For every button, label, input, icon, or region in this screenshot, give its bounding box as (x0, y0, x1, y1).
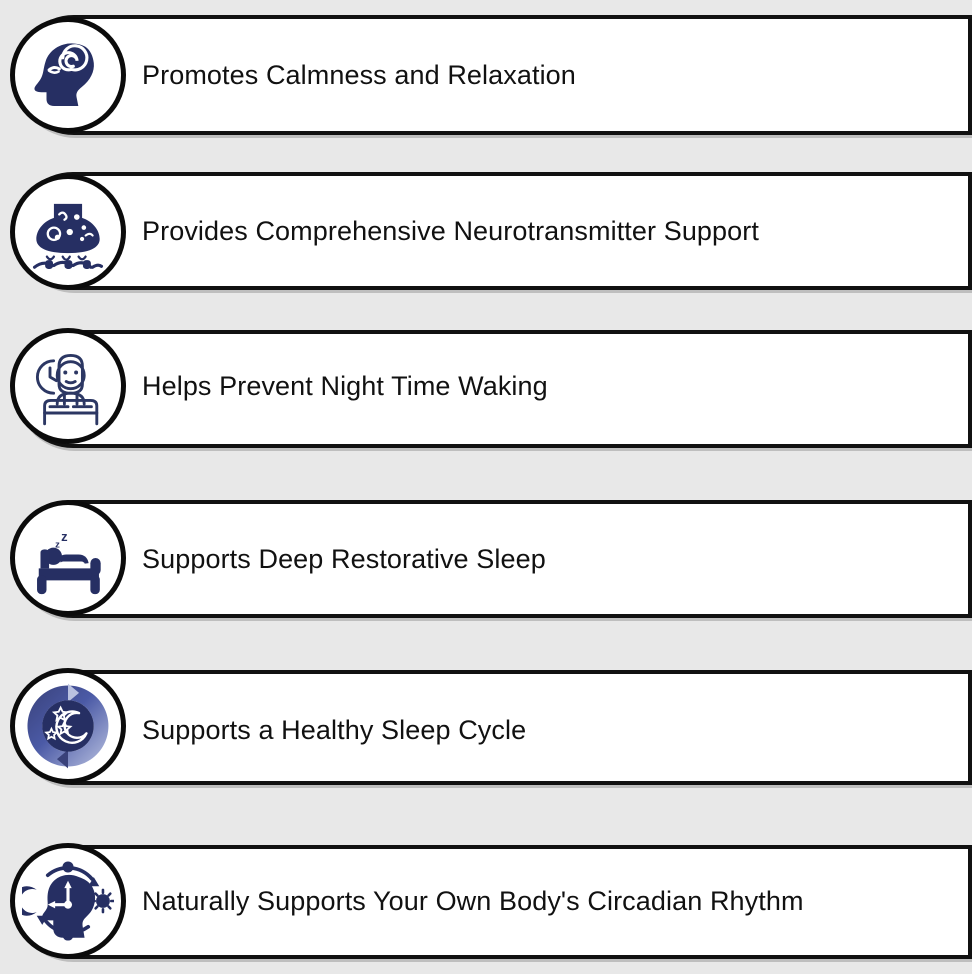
person-sleeping-in-bed-icon: z z (10, 500, 126, 616)
benefit-label: Supports a Healthy Sleep Cycle (142, 714, 527, 745)
bar-right-edge (968, 504, 972, 614)
benefit-bar (14, 15, 972, 135)
bar-right-edge (968, 334, 972, 444)
benefit-bar (14, 500, 972, 618)
synapse-neurotransmitter-icon (10, 174, 126, 290)
bar-right-edge (968, 849, 972, 955)
svg-text:z: z (55, 540, 60, 551)
benefit-bar (14, 845, 972, 959)
bar-right-edge (968, 674, 972, 781)
circadian-rhythm-head-sun-moon-icon (10, 843, 126, 959)
benefit-row: Helps Prevent Night Time Waking (0, 328, 972, 448)
awake-person-in-bed-clock-icon (10, 328, 126, 444)
head-spiral-icon (10, 17, 126, 133)
benefit-bar (14, 670, 972, 785)
benefit-label: Promotes Calmness and Relaxation (142, 59, 576, 90)
benefit-label: Helps Prevent Night Time Waking (142, 370, 548, 401)
benefit-label: Naturally Supports Your Own Body's Circa… (142, 885, 804, 916)
bar-right-edge (968, 176, 972, 286)
benefit-row: z z Supports Deep Restorative Sleep (0, 500, 972, 618)
benefit-bar (14, 172, 972, 290)
benefit-label: Provides Comprehensive Neurotransmitter … (142, 215, 759, 246)
bar-right-edge (968, 19, 972, 131)
benefit-row: Promotes Calmness and Relaxation (0, 15, 972, 135)
sleep-cycle-moon-stars-icon (10, 668, 126, 784)
benefit-row: Supports a Healthy Sleep Cycle (0, 668, 972, 785)
benefit-label: Supports Deep Restorative Sleep (142, 543, 546, 574)
benefit-row: Naturally Supports Your Own Body's Circa… (0, 843, 972, 959)
benefit-row: Provides Comprehensive Neurotransmitter … (0, 172, 972, 290)
benefit-bar (14, 330, 972, 448)
svg-text:z: z (61, 529, 67, 544)
